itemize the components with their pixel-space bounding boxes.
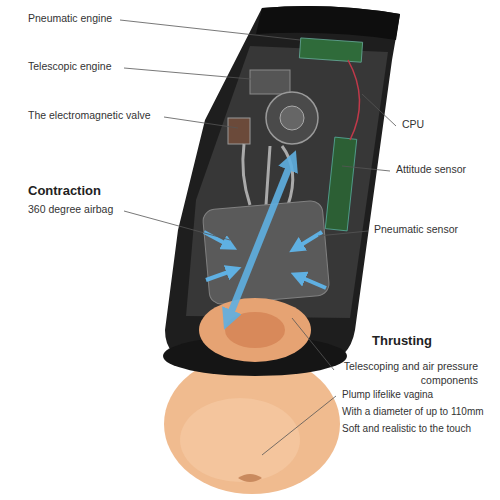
contraction-arrow	[298, 276, 326, 288]
thrust-arrow	[228, 160, 292, 320]
contraction-arrows	[204, 232, 326, 288]
sleeve-slit	[238, 474, 262, 482]
top-cap	[256, 6, 400, 40]
part-label: Pneumatic engine	[28, 12, 112, 26]
housing-window	[186, 46, 388, 318]
feature-note: Plump lifelike vagina	[342, 388, 433, 401]
leader-line	[342, 166, 390, 171]
leader-line	[362, 94, 396, 126]
feature-heading: Thrusting	[372, 333, 432, 350]
leader-line	[292, 318, 334, 370]
motor-hub	[280, 106, 304, 130]
part-label: Pneumatic sensor	[374, 223, 458, 237]
leader-line	[164, 117, 238, 128]
contraction-arrow	[296, 232, 322, 248]
contraction-arrow	[206, 270, 234, 280]
leader-line	[318, 231, 368, 236]
housing	[165, 6, 400, 366]
electromagnetic-valve	[228, 118, 250, 144]
part-label: CPU	[402, 118, 424, 132]
feature-note: Soft and realistic to the touch	[342, 422, 471, 435]
feature-note: With a diameter of up to 110mm	[342, 405, 484, 418]
wire	[348, 60, 360, 140]
leader-line	[120, 20, 300, 40]
telescopic-engine	[250, 70, 290, 94]
side-pcb	[325, 137, 356, 231]
feature-heading: Contraction	[28, 183, 101, 200]
leader-line	[124, 211, 230, 240]
feature-note: 360 degree airbag	[28, 203, 113, 217]
feature-note: Telescoping and air pressure components	[328, 360, 478, 387]
part-label: Telescopic engine	[28, 60, 111, 74]
part-label: Attitude sensor	[396, 163, 466, 177]
leader-line	[124, 68, 262, 80]
sleeve-inner	[225, 312, 285, 348]
pneumatic-motor	[266, 92, 318, 144]
top-pcb	[299, 38, 362, 62]
part-label: The electromagnetic valve	[28, 109, 151, 123]
base-highlight	[180, 398, 300, 482]
sleeve-opening	[199, 298, 311, 362]
leader-line	[262, 396, 336, 455]
